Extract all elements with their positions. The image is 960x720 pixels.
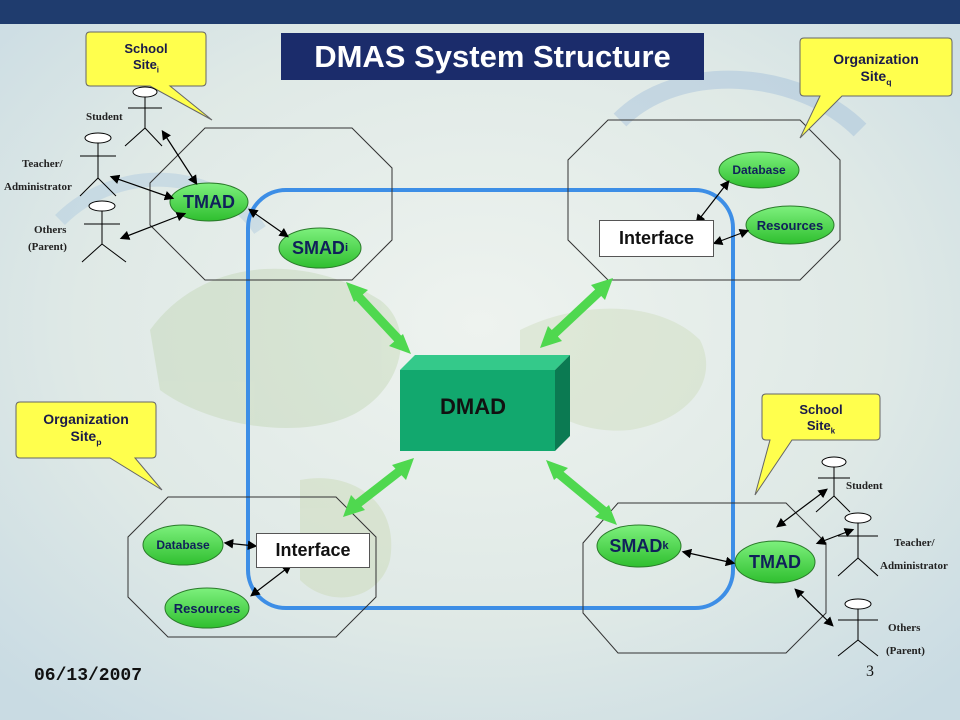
callout-school-site-k-text: School Sitek [764,402,878,440]
callout-line1: Organization [833,51,919,67]
actor-administrator-top-label: Administrator [4,181,72,193]
page-number: 3 [866,663,874,680]
site-boundary-top-right [567,119,841,281]
actor-teacher-top-label: Teacher/ [22,158,63,170]
actor-student-bottom-label: Student [846,480,883,492]
actor-student-bottom-icon [815,456,851,513]
flow-arrow-top-right-icon [540,278,613,348]
node-resources-bottom: Resources [173,600,241,616]
node-resources-top: Resources [756,217,824,233]
node-smad-i-shape [278,227,362,269]
dmad-label: DMAD [440,394,506,419]
node-tmad-bottom: TMAD [749,551,801,572]
callout-line2: Siteq [860,68,892,87]
callout-line2: Sitep [70,428,102,447]
callout-school-site-k [754,393,881,496]
callout-line1: School [799,402,843,417]
footer-date: 06/13/2007 [34,666,143,686]
callout-line1: Organization [43,411,129,427]
actor-others-bottom-icon [837,598,879,657]
node-database-bottom-shape [142,524,224,566]
flow-arrow-top-left-icon [346,282,411,354]
actor-others-top-label: Others [34,224,67,236]
actor-others-top-icon [81,200,127,263]
page-title: DMAS System Structure [281,33,704,80]
actor-teacher-bottom-icon [837,512,879,577]
node-database-bottom: Database [156,538,210,552]
callout-school-site-i [85,31,213,121]
node-tmad-top: TMAD [183,191,235,212]
callout-line1: School [124,41,168,56]
interface-box-bottom: Interface [256,533,370,568]
flow-arrow-bottom-left-icon [343,458,414,517]
actor-teacher-bottom-label: Teacher/ [894,537,935,549]
flow-arrow-bottom-right-icon [546,460,617,525]
actor-student-top-label: Student [86,111,123,123]
dmad-box [400,355,570,451]
callout-line2: Sitek [806,418,836,436]
callout-line2: Sitei [132,57,160,75]
interface-box-top: Interface [599,220,714,257]
node-smad-k-shape [596,524,682,568]
callout-school-site-i-text: School Sitei [92,41,200,79]
node-database-top: Database [732,163,786,177]
actor-others-bottom-label: Others [888,622,921,634]
actor-teacher-top-icon [79,132,117,197]
node-resources-top-shape [745,205,835,245]
actor-administrator-bottom-label: Administrator [880,560,948,572]
actor-parent-top-label: (Parent) [28,241,67,253]
actor-student-top-icon [124,86,163,147]
callout-organization-site-p [15,401,163,491]
node-tmad-top-shape [169,182,249,222]
callout-organization-site-p-text: Organization Sitep [18,411,154,451]
callout-organization-site-q-text: Organization Siteq [802,51,950,91]
connector-arrows [109,129,855,627]
node-resources-bottom-shape [164,587,250,629]
node-database-top-shape [718,151,800,189]
actor-parent-bottom-label: (Parent) [886,645,925,657]
callout-organization-site-q [799,37,953,139]
main-system-frame [246,188,735,610]
